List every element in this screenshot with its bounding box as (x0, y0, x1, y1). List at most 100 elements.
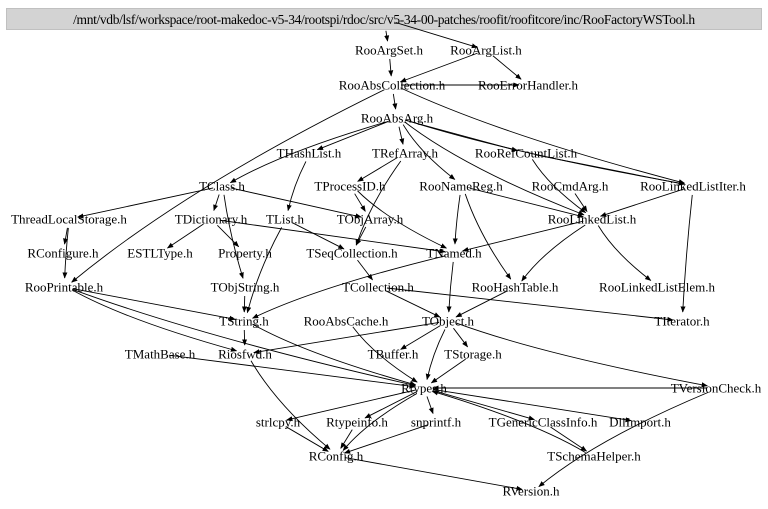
node-tobjarray[interactable]: TObjArray.h (336, 211, 404, 227)
edge-tcollection-to-titerator (386, 287, 674, 322)
edge-rooarglist-to-rooerrorhandler (492, 55, 522, 80)
node-rconfig[interactable]: RConfig.h (308, 448, 364, 464)
node-tschemahelper[interactable]: TSchemaHelper.h (547, 448, 641, 464)
edge-rooprintable-to-tstring (72, 288, 236, 321)
edge-roonamereg-to-roolinkedlist (469, 187, 584, 218)
edge-rooarglist-to-rooabscollection (399, 52, 478, 83)
edge-tcollection-to-tobject (385, 290, 441, 318)
edge-tgenericclassinfo-to-tschemahelper (550, 426, 588, 452)
root-file-node[interactable]: /mnt/vdb/lsf/workspace/root-makedoc-v5-3… (6, 8, 762, 30)
edge-roolinkedlist-to-tnamed (462, 220, 584, 252)
node-trefarray[interactable]: TRefArray.h (372, 145, 438, 161)
node-tcollection[interactable]: TCollection.h (342, 279, 414, 295)
edge-tnamed-to-tstring (251, 255, 446, 319)
edge-rooabsarg-to-thashlist (316, 120, 389, 151)
node-roonamereg[interactable]: RooNameReg.h (419, 178, 503, 194)
node-tobjstring[interactable]: TObjString.h (210, 279, 280, 295)
edge-roonamereg-to-tnamed (452, 194, 461, 245)
node-tgenericclassinfo[interactable]: TGenericClassInfo.h (488, 414, 598, 430)
node-tobject[interactable]: TObject.h (421, 313, 475, 329)
node-tdictionary[interactable]: TDictionary.h (174, 211, 248, 227)
edge-rooargset-to-rooabscollection (388, 58, 394, 77)
node-tstring[interactable]: TString.h (219, 313, 269, 329)
node-rooabscache[interactable]: RooAbsCache.h (303, 313, 389, 329)
edge-rooabscache-to-rtypes (352, 326, 418, 383)
node-roolinkedlist[interactable]: RooLinkedList.h (547, 211, 637, 227)
edge-tdictionary-to-property (217, 225, 240, 248)
edge-trefarray-to-tseqcollection (355, 160, 402, 246)
edge-roonamereg-to-roohashtable (464, 193, 512, 280)
edge-rtypes-to-strlcpy (286, 389, 416, 422)
edge-tstorage-to-rtypes (430, 358, 466, 384)
edge-tclass-to-threadlocalstorage (77, 187, 214, 219)
node-thashlist[interactable]: THashList.h (276, 145, 342, 161)
node-tversioncheck[interactable]: TVersionCheck.h (670, 380, 762, 396)
node-tseqcollection[interactable]: TSeqCollection.h (306, 245, 398, 261)
edge-rooabsarg-to-trefarray (398, 126, 405, 145)
edge-rconfig-to-rversion (344, 457, 523, 491)
edge-riosfwd-to-rconfig (250, 360, 331, 450)
node-threadlocalstorage[interactable]: ThreadLocalStorage.h (11, 211, 127, 227)
edge-tobjarray-to-tseqcollection (355, 226, 367, 246)
edge-roolinkedlist-to-roolinkedlistelem (597, 225, 652, 281)
edge-rtypes-to-snprintf (426, 396, 434, 415)
edge-roolinkedlist-to-roohashtable (521, 224, 586, 282)
node-rooabscollection[interactable]: RooAbsCollection.h (338, 77, 446, 93)
edge-rtypes-to-rtypeinfo (364, 391, 417, 419)
edge-rooabsarg-to-tclass (229, 120, 389, 184)
edge-threadlocalstorage-to-rooprintable (62, 227, 69, 279)
node-tbuffer[interactable]: TBuffer.h (367, 346, 419, 362)
node-property[interactable]: Property.h (218, 245, 272, 261)
node-tnamed[interactable]: TNamed.h (426, 245, 482, 261)
node-tmathbase[interactable]: TMathBase.h (124, 346, 196, 362)
node-riosfwd[interactable]: Riosfwd.h (218, 346, 272, 362)
node-rtypeinfo[interactable]: Rtypeinfo.h (326, 414, 388, 430)
node-rtypes[interactable]: Rtypes.h (401, 380, 447, 396)
node-tlist[interactable]: TList.h (266, 211, 304, 227)
edge-roocmdarg-to-roolinkedlist (574, 193, 588, 213)
edge-tclass-to-tobjstring (223, 194, 244, 279)
node-roohashtable[interactable]: RooHashTable.h (471, 279, 559, 295)
node-tprocessid[interactable]: TProcessID.h (314, 178, 386, 194)
edge-rooabscollection-to-rooabsarg (392, 93, 398, 110)
node-rooargset[interactable]: RooArgSet.h (354, 42, 424, 58)
edge-strlcpy-to-rconfig (285, 426, 329, 452)
edge-tdictionary-to-estltype (166, 223, 204, 249)
node-rversion[interactable]: RVersion.h (502, 483, 560, 499)
edge-roorefcountlist-to-roolinkedlist (531, 159, 587, 214)
edge-rtypes-to-rconfig (342, 393, 418, 451)
node-rooprintable[interactable]: RooPrintable.h (24, 279, 104, 295)
node-estltype[interactable]: ESTLType.h (127, 245, 193, 261)
node-strlcpy[interactable]: strlcpy.h (255, 414, 301, 430)
edge-rooabsarg-to-roolinkedlist (404, 121, 585, 216)
node-rooarglist[interactable]: RooArgList.h (450, 42, 522, 58)
edge-tobject-to-tversioncheck (456, 322, 708, 388)
node-tclass[interactable]: TClass.h (199, 178, 245, 194)
edge-trefarray-to-tprocessid (357, 157, 398, 182)
node-rooabsarg[interactable]: RooAbsArg.h (360, 110, 434, 126)
edge-roolinkedlistiter-to-roolinkedlist (599, 188, 685, 217)
node-roolinkedlistiter[interactable]: RooLinkedListIter.h (640, 178, 746, 194)
edge-tstring-to-rtypes (252, 323, 417, 386)
edge-tprocessid-to-tnamed (357, 190, 448, 249)
edge-tversioncheck-to-rversion (538, 391, 709, 488)
node-roorefcountlist[interactable]: RooRefCountList.h (474, 145, 578, 161)
node-rconfigure[interactable]: RConfigure.h (27, 245, 99, 261)
edge-tclass-to-tdictionary (213, 194, 220, 212)
node-rooerrorhandler[interactable]: RooErrorHandler.h (477, 77, 579, 93)
edge-snprintf-to-rconfig (343, 424, 428, 454)
edge-tmathbase-to-rtypes (168, 354, 416, 389)
edge-tnamed-to-tobject (446, 261, 454, 313)
edge-rtypes-to-dllimport (432, 388, 632, 423)
edge-tprocessid-to-tobjarray (354, 193, 366, 212)
node-snprintf[interactable]: snprintf.h (410, 414, 462, 430)
node-roolinkedlistelem[interactable]: RooLinkedListElem.h (599, 279, 715, 295)
edge-tdictionary-to-tnamed (219, 219, 446, 254)
edge-rtypeinfo-to-rconfig (340, 429, 353, 449)
edge-tclass-to-tobjarray (230, 187, 362, 219)
node-roocmdarg[interactable]: RooCmdArg.h (531, 178, 609, 194)
node-tstorage[interactable]: TStorage.h (444, 346, 502, 362)
node-dllimport[interactable]: DllImport.h (609, 414, 671, 430)
node-titerator[interactable]: TIterator.h (654, 313, 710, 329)
